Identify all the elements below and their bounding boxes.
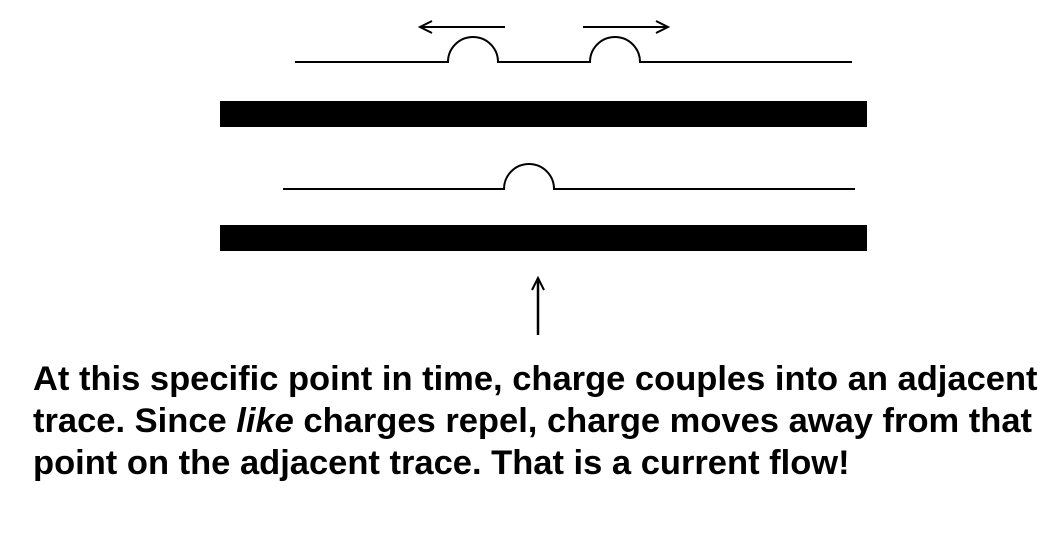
upper-thick-conductor — [220, 101, 867, 127]
coupling-diagram — [220, 20, 867, 335]
lower-trace-with-pulse — [283, 163, 855, 190]
lower-thick-conductor — [220, 225, 867, 251]
explanation-caption: At this specific point in time, charge c… — [33, 358, 1043, 484]
caption-emphasis: like — [236, 402, 294, 440]
caption-text-end: charges repel, charge moves away from th… — [33, 402, 1033, 482]
upper-trace-with-two-pulses — [295, 36, 852, 63]
caption-text-start: At this specific point in time, charge c… — [33, 360, 1038, 440]
